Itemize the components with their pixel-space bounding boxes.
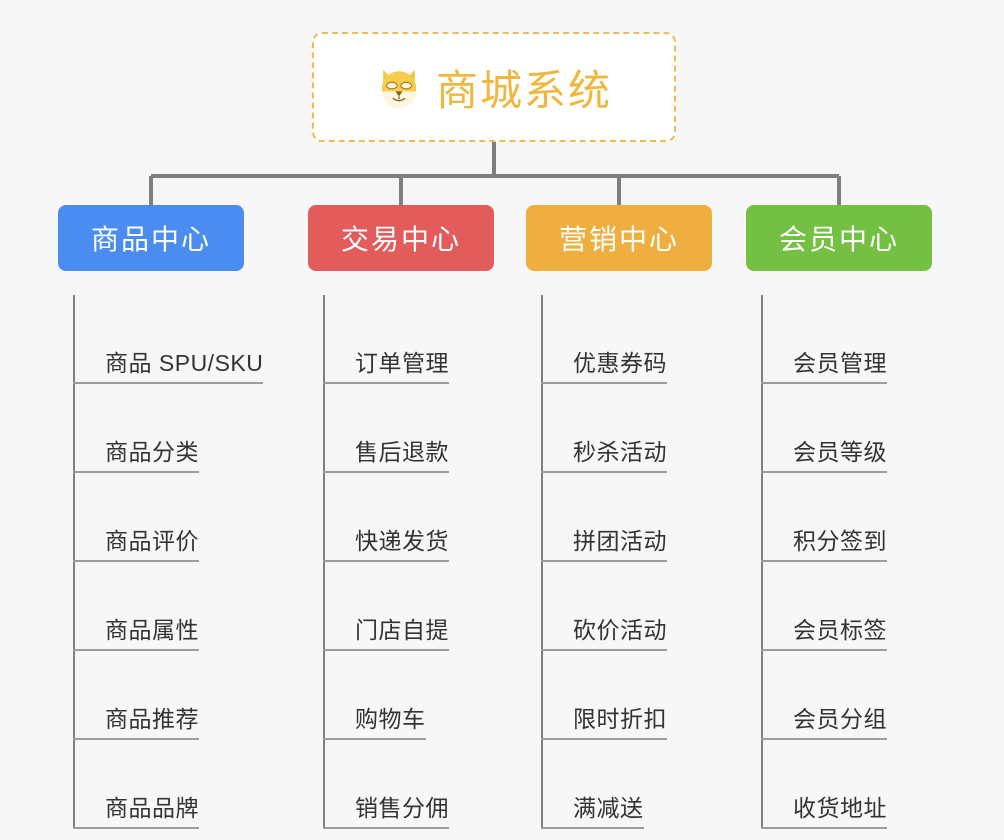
list-item[interactable]: 购物车 <box>323 651 494 740</box>
list-item[interactable]: 限时折扣 <box>541 651 712 740</box>
list-item[interactable]: 会员等级 <box>761 384 932 473</box>
item-label: 收货地址 <box>793 789 887 829</box>
item-spine <box>323 295 325 829</box>
item-spine <box>73 295 75 829</box>
item-connector <box>761 649 793 651</box>
item-label: 快递发货 <box>355 522 449 562</box>
category-label-3: 会员中心 <box>778 224 899 255</box>
item-connector <box>761 382 793 384</box>
list-item[interactable]: 拼团活动 <box>541 473 712 562</box>
item-label: 拼团活动 <box>573 522 667 562</box>
list-item[interactable]: 门店自提 <box>323 562 494 651</box>
list-item[interactable]: 商品推荐 <box>73 651 244 740</box>
item-connector <box>323 827 355 829</box>
item-label: 销售分佣 <box>355 789 449 829</box>
list-item[interactable]: 商品分类 <box>73 384 244 473</box>
item-label: 购物车 <box>355 700 426 740</box>
item-connector <box>73 738 105 740</box>
item-label: 满减送 <box>573 789 644 829</box>
item-connector <box>761 471 793 473</box>
item-label: 积分签到 <box>793 522 887 562</box>
item-label: 商品推荐 <box>105 700 199 740</box>
list-item[interactable]: 积分签到 <box>761 473 932 562</box>
category-items-1: 订单管理 售后退款 快递发货 门店自提 购物车 销售分佣 <box>308 295 494 829</box>
list-item[interactable]: 秒杀活动 <box>541 384 712 473</box>
list-item[interactable]: 砍价活动 <box>541 562 712 651</box>
item-connector <box>73 560 105 562</box>
item-label: 优惠券码 <box>573 344 667 384</box>
item-label: 会员标签 <box>793 611 887 651</box>
list-item[interactable]: 售后退款 <box>323 384 494 473</box>
item-connector <box>761 560 793 562</box>
item-label: 秒杀活动 <box>573 433 667 473</box>
item-connector <box>541 382 573 384</box>
item-connector <box>323 738 355 740</box>
item-label: 商品分类 <box>105 433 199 473</box>
list-item[interactable]: 商品 SPU/SKU <box>73 295 264 384</box>
item-connector <box>761 738 793 740</box>
item-connector <box>323 471 355 473</box>
item-spine <box>541 295 543 829</box>
item-connector <box>541 649 573 651</box>
category-column-0: 商品中心 商品 SPU/SKU 商品分类 商品评价 商品属性 商品推荐 <box>58 205 264 829</box>
item-label: 售后退款 <box>355 433 449 473</box>
item-label: 限时折扣 <box>573 700 667 740</box>
list-item[interactable]: 会员分组 <box>761 651 932 740</box>
dog-face-icon <box>376 64 422 110</box>
category-header-2[interactable]: 营销中心 <box>526 205 712 271</box>
item-connector <box>323 560 355 562</box>
item-connector <box>761 827 793 829</box>
list-item[interactable]: 会员标签 <box>761 562 932 651</box>
category-label-2: 营销中心 <box>558 224 679 255</box>
category-column-2: 营销中心 优惠券码 秒杀活动 拼团活动 砍价活动 限时折扣 <box>526 205 712 829</box>
list-item[interactable]: 销售分佣 <box>323 740 494 829</box>
list-item[interactable]: 商品品牌 <box>73 740 244 829</box>
item-label: 会员分组 <box>793 700 887 740</box>
category-column-1: 交易中心 订单管理 售后退款 快递发货 门店自提 购物车 <box>308 205 494 829</box>
list-item[interactable]: 会员管理 <box>761 295 932 384</box>
list-item[interactable]: 订单管理 <box>323 295 494 384</box>
list-item[interactable]: 收货地址 <box>761 740 932 829</box>
item-label: 订单管理 <box>355 344 449 384</box>
category-items-2: 优惠券码 秒杀活动 拼团活动 砍价活动 限时折扣 满减送 <box>526 295 712 829</box>
category-column-3: 会员中心 会员管理 会员等级 积分签到 会员标签 会员分组 <box>746 205 932 829</box>
category-label-1: 交易中心 <box>340 224 461 255</box>
item-connector <box>541 560 573 562</box>
list-item[interactable]: 商品属性 <box>73 562 244 651</box>
category-header-3[interactable]: 会员中心 <box>746 205 932 271</box>
root-node[interactable]: 商城系统 <box>312 32 676 142</box>
root-title: 商城系统 <box>435 66 612 114</box>
item-label: 门店自提 <box>355 611 449 651</box>
category-label-0: 商品中心 <box>90 224 211 255</box>
item-label: 商品 SPU/SKU <box>105 344 264 384</box>
list-item[interactable]: 优惠券码 <box>541 295 712 384</box>
item-label: 商品品牌 <box>105 789 199 829</box>
category-header-1[interactable]: 交易中心 <box>308 205 494 271</box>
item-connector <box>73 382 105 384</box>
item-connector <box>73 471 105 473</box>
item-label: 会员等级 <box>793 433 887 473</box>
category-items-3: 会员管理 会员等级 积分签到 会员标签 会员分组 收货地址 <box>746 295 932 829</box>
item-connector <box>541 738 573 740</box>
item-connector <box>541 827 573 829</box>
list-item[interactable]: 商品评价 <box>73 473 244 562</box>
item-label: 砍价活动 <box>573 611 667 651</box>
list-item[interactable]: 快递发货 <box>323 473 494 562</box>
item-connector <box>73 649 105 651</box>
item-connector <box>541 471 573 473</box>
category-items-0: 商品 SPU/SKU 商品分类 商品评价 商品属性 商品推荐 商品品牌 <box>58 295 264 829</box>
item-connector <box>323 382 355 384</box>
item-label: 会员管理 <box>793 344 887 384</box>
item-spine <box>761 295 763 829</box>
list-item[interactable]: 满减送 <box>541 740 712 829</box>
item-connector <box>323 649 355 651</box>
item-label: 商品属性 <box>105 611 199 651</box>
category-header-0[interactable]: 商品中心 <box>58 205 244 271</box>
item-label: 商品评价 <box>105 522 199 562</box>
item-connector <box>73 827 105 829</box>
